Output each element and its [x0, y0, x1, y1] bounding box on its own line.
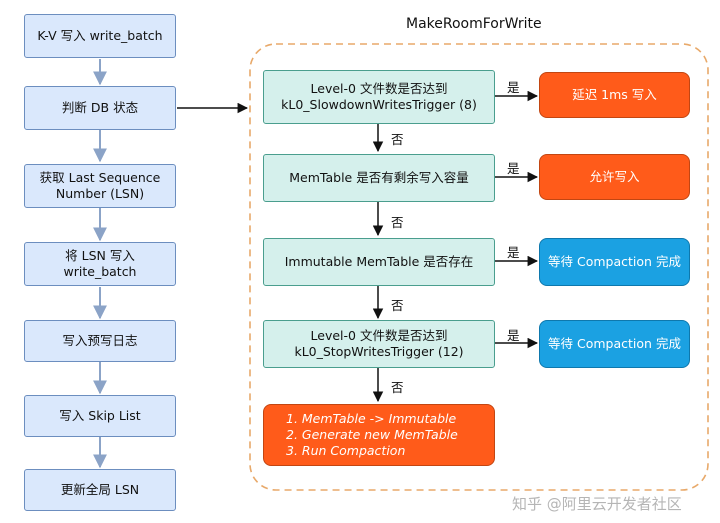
step-write-wal: 写入预写日志 — [24, 320, 176, 362]
yes-label-2: 是 — [507, 161, 520, 176]
makeroom-title: MakeRoomForWrite — [406, 16, 542, 32]
step-write-lsn: 将 LSN 写入 write_batch — [24, 242, 176, 286]
yes-label-4: 是 — [507, 328, 520, 343]
yes-label-1: 是 — [507, 80, 520, 95]
check-immutable-exists: Immutable MemTable 是否存在 — [263, 238, 495, 286]
step-get-lsn: 获取 Last Sequence Number (LSN) — [24, 164, 176, 208]
step-check-db-state: 判断 DB 状态 — [24, 86, 176, 130]
step-kv-write: K-V 写入 write_batch — [24, 14, 176, 58]
no-label-2: 否 — [391, 215, 404, 230]
action-allow-write: 允许写入 — [539, 154, 690, 200]
step-write-skiplist: 写入 Skip List — [24, 395, 176, 437]
yes-label-3: 是 — [507, 245, 520, 260]
check-memtable-capacity: MemTable 是否有剩余写入容量 — [263, 154, 495, 202]
no-label-1: 否 — [391, 132, 404, 147]
final-memtable-switch: 1. MemTable -> Immutable 2. Generate new… — [263, 404, 495, 466]
watermark: 知乎 @阿里云开发者社区 — [512, 495, 682, 513]
makeroom-container — [249, 43, 709, 491]
action-wait-compaction-2: 等待 Compaction 完成 — [539, 320, 690, 368]
no-label-3: 否 — [391, 298, 404, 313]
check-l0-stop: Level-0 文件数是否达到 kL0_StopWritesTrigger (1… — [263, 320, 495, 368]
step-update-lsn: 更新全局 LSN — [24, 469, 176, 511]
no-label-4: 否 — [391, 380, 404, 395]
action-wait-compaction-1: 等待 Compaction 完成 — [539, 238, 690, 286]
action-delay-write: 延迟 1ms 写入 — [539, 72, 690, 118]
check-l0-slowdown: Level-0 文件数是否达到 kL0_SlowdownWritesTrigge… — [263, 70, 495, 124]
